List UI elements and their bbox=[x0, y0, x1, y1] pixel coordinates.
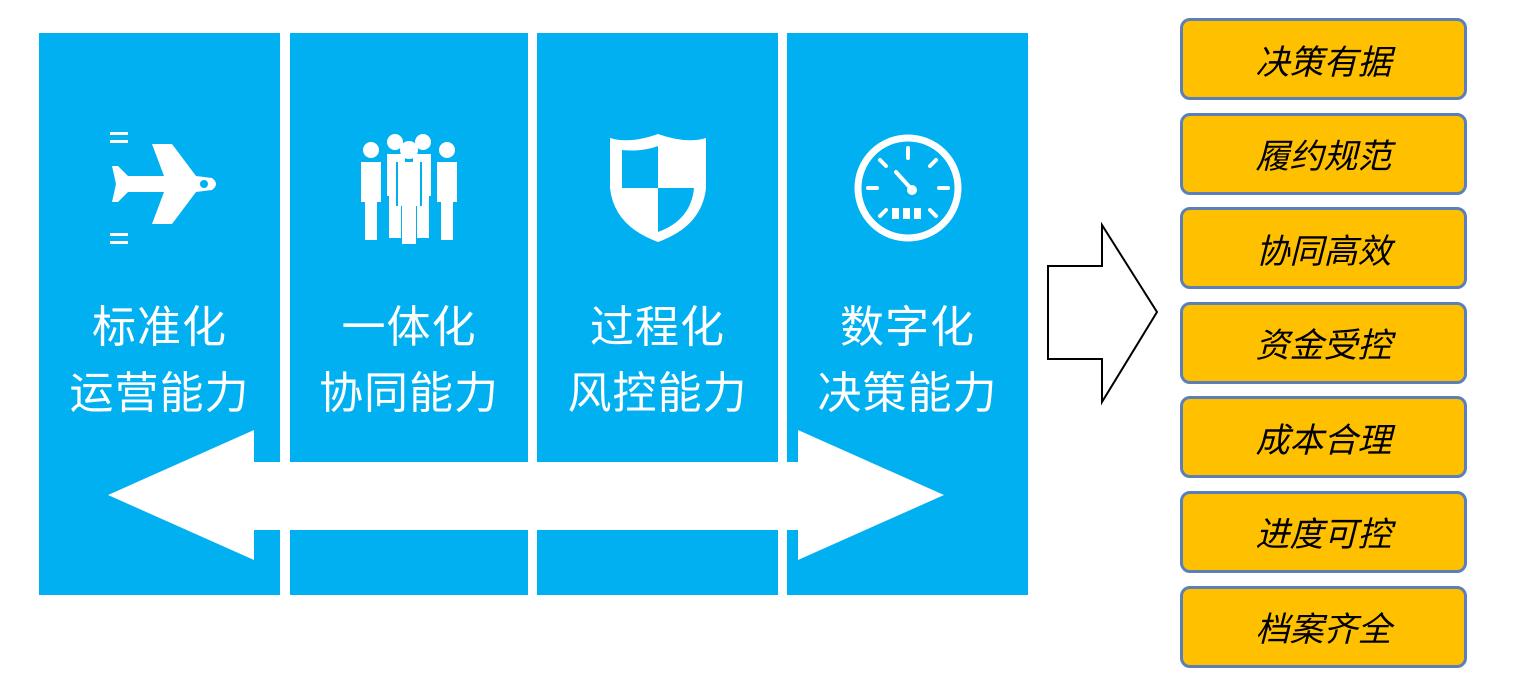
benefit-box: 资金受控 bbox=[1180, 301, 1467, 384]
airplane-icon bbox=[39, 128, 280, 248]
people-group-icon bbox=[290, 128, 528, 248]
right-arrow-icon bbox=[1047, 222, 1159, 406]
shield-icon bbox=[537, 128, 778, 248]
benefit-box: 决策有据 bbox=[1180, 18, 1467, 100]
benefit-box: 协同高效 bbox=[1180, 207, 1467, 290]
gauge-icon bbox=[787, 128, 1028, 248]
capability-label: 一体化协同能力 bbox=[319, 302, 499, 419]
capability-label: 过程化风控能力 bbox=[567, 302, 748, 419]
benefit-box: 履约规范 bbox=[1180, 112, 1467, 195]
benefit-box: 成本合理 bbox=[1180, 396, 1467, 479]
benefit-box: 档案齐全 bbox=[1180, 585, 1467, 668]
double-arrow-icon bbox=[0, 0, 1040, 600]
capability-label: 数字化决策能力 bbox=[817, 302, 998, 419]
benefits-list: 决策有据 履约规范 协同高效 资金受控 成本合理 进度可控 档案齐全 bbox=[1180, 18, 1467, 680]
benefit-box: 进度可控 bbox=[1180, 490, 1467, 573]
capability-label: 标准化运营能力 bbox=[69, 302, 250, 419]
